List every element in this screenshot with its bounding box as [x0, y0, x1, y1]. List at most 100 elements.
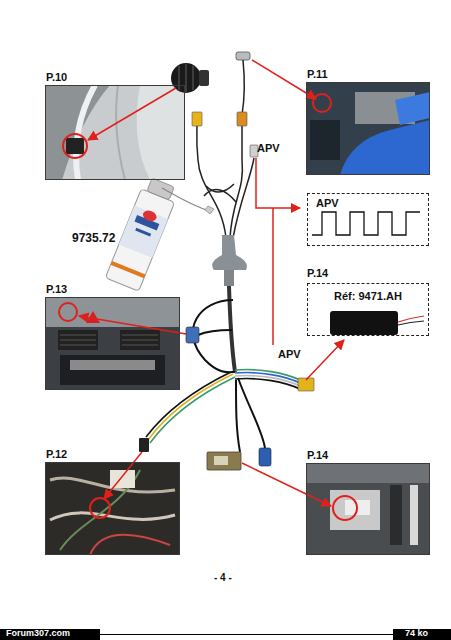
- photo-fender: [137, 85, 185, 180]
- photo-dashboard: [60, 355, 165, 385]
- photo-module-location: [306, 463, 430, 483]
- leader-arrow: [88, 88, 176, 140]
- grommet: [212, 235, 247, 270]
- siren: [179, 64, 193, 92]
- photo-fender: [45, 85, 185, 180]
- photo-fender: [63, 134, 87, 158]
- signal-leader: [256, 158, 300, 208]
- photo-dashboard: [45, 297, 180, 390]
- photo-fender: [76, 85, 95, 180]
- photo-engine-bay: [340, 120, 430, 175]
- leader-arrow: [104, 452, 142, 499]
- photo-wiring: [50, 513, 175, 520]
- grease-spray-can: [105, 189, 174, 291]
- photo-panel: P.13: [45, 297, 180, 390]
- harness-wires: [206, 184, 234, 192]
- photo-fender: [116, 85, 125, 180]
- photo-dashboard: [70, 360, 155, 370]
- connector-top: [236, 52, 250, 60]
- grease-spray-can: [119, 205, 168, 257]
- photo-dashboard: [45, 297, 180, 390]
- photo-wiring: [60, 470, 140, 550]
- grease-spray-can: [135, 228, 151, 237]
- harness-wires: [198, 330, 232, 335]
- connector-top: [236, 52, 250, 115]
- photo-ref: P.10: [46, 71, 67, 83]
- siren: [171, 63, 209, 93]
- signal-name: APV: [278, 348, 301, 360]
- part-number: 9735.72: [72, 232, 115, 245]
- photo-engine-bay: [395, 92, 430, 125]
- photo-panel: P.12: [45, 462, 180, 555]
- harness-wires: [197, 126, 226, 238]
- grease-spray-can: [111, 261, 146, 278]
- relay: [214, 456, 228, 465]
- photo-panel: P.11: [306, 82, 430, 175]
- photo-engine-bay: [310, 120, 340, 160]
- photo-engine-bay: [313, 94, 331, 112]
- grease-spray-can: [105, 176, 180, 291]
- photo-panel: P.14: [306, 463, 430, 555]
- watermark: Forum307.com: [6, 629, 70, 639]
- photo-module-location: [306, 463, 430, 555]
- footer-bar: [393, 629, 451, 640]
- connector: [139, 438, 149, 452]
- photo-wiring: [90, 535, 170, 555]
- relay: [207, 452, 241, 470]
- photo-ref: P.11: [307, 68, 328, 80]
- photo-ref: P.14: [307, 267, 328, 279]
- photo-module-location: [410, 485, 418, 545]
- module-9471: [330, 311, 424, 335]
- photo-ref: P.14: [307, 449, 328, 461]
- file-size: 74 ko: [405, 629, 428, 639]
- signal-name: APV: [316, 197, 339, 209]
- signal-leader: [256, 158, 300, 345]
- grommet: [224, 270, 234, 286]
- part-box: P.14Réf: 9471.AH: [307, 283, 429, 336]
- grommet: [212, 235, 247, 286]
- photo-panel: P.10: [45, 85, 185, 180]
- spray-tube: [162, 188, 212, 212]
- signal-leader: [272, 208, 274, 345]
- harness-wires: [233, 158, 254, 238]
- page-number: - 4 -: [214, 572, 232, 583]
- photo-dashboard: [45, 297, 180, 327]
- photo-dashboard: [60, 335, 158, 345]
- module-9471: [330, 311, 398, 335]
- photo-wiring: [90, 498, 110, 518]
- module-9471: [398, 321, 424, 325]
- spray-tube: [205, 206, 214, 214]
- photo-dashboard: [59, 303, 77, 321]
- photo-module-location: [333, 496, 357, 520]
- leader-arrow: [242, 463, 331, 506]
- harness-wires: [236, 380, 240, 452]
- relay: [207, 452, 241, 470]
- part-reference: Réf: 9471.AH: [308, 290, 428, 302]
- photo-engine-bay: [306, 82, 430, 175]
- photo-module-location: [306, 463, 430, 555]
- grease-spray-can: [141, 209, 158, 224]
- connector: [250, 145, 258, 157]
- siren: [199, 70, 209, 86]
- connector: [237, 112, 247, 126]
- leader-arrow: [306, 340, 344, 380]
- signal-name: APV: [257, 142, 280, 154]
- connector: [186, 327, 199, 343]
- square-wave: [312, 212, 420, 235]
- connector: [259, 448, 271, 466]
- connector-top: [242, 60, 244, 115]
- harness-wires: [197, 126, 254, 238]
- photo-wiring: [45, 462, 180, 555]
- photo-engine-bay: [306, 82, 430, 175]
- harness-wires: [235, 379, 300, 389]
- photo-wiring: [45, 462, 180, 555]
- photo-wiring: [110, 470, 135, 488]
- connector: [192, 112, 258, 157]
- photo-fender: [45, 85, 185, 180]
- photo-ref: P.13: [46, 283, 67, 295]
- photo-ref: P.12: [46, 448, 67, 460]
